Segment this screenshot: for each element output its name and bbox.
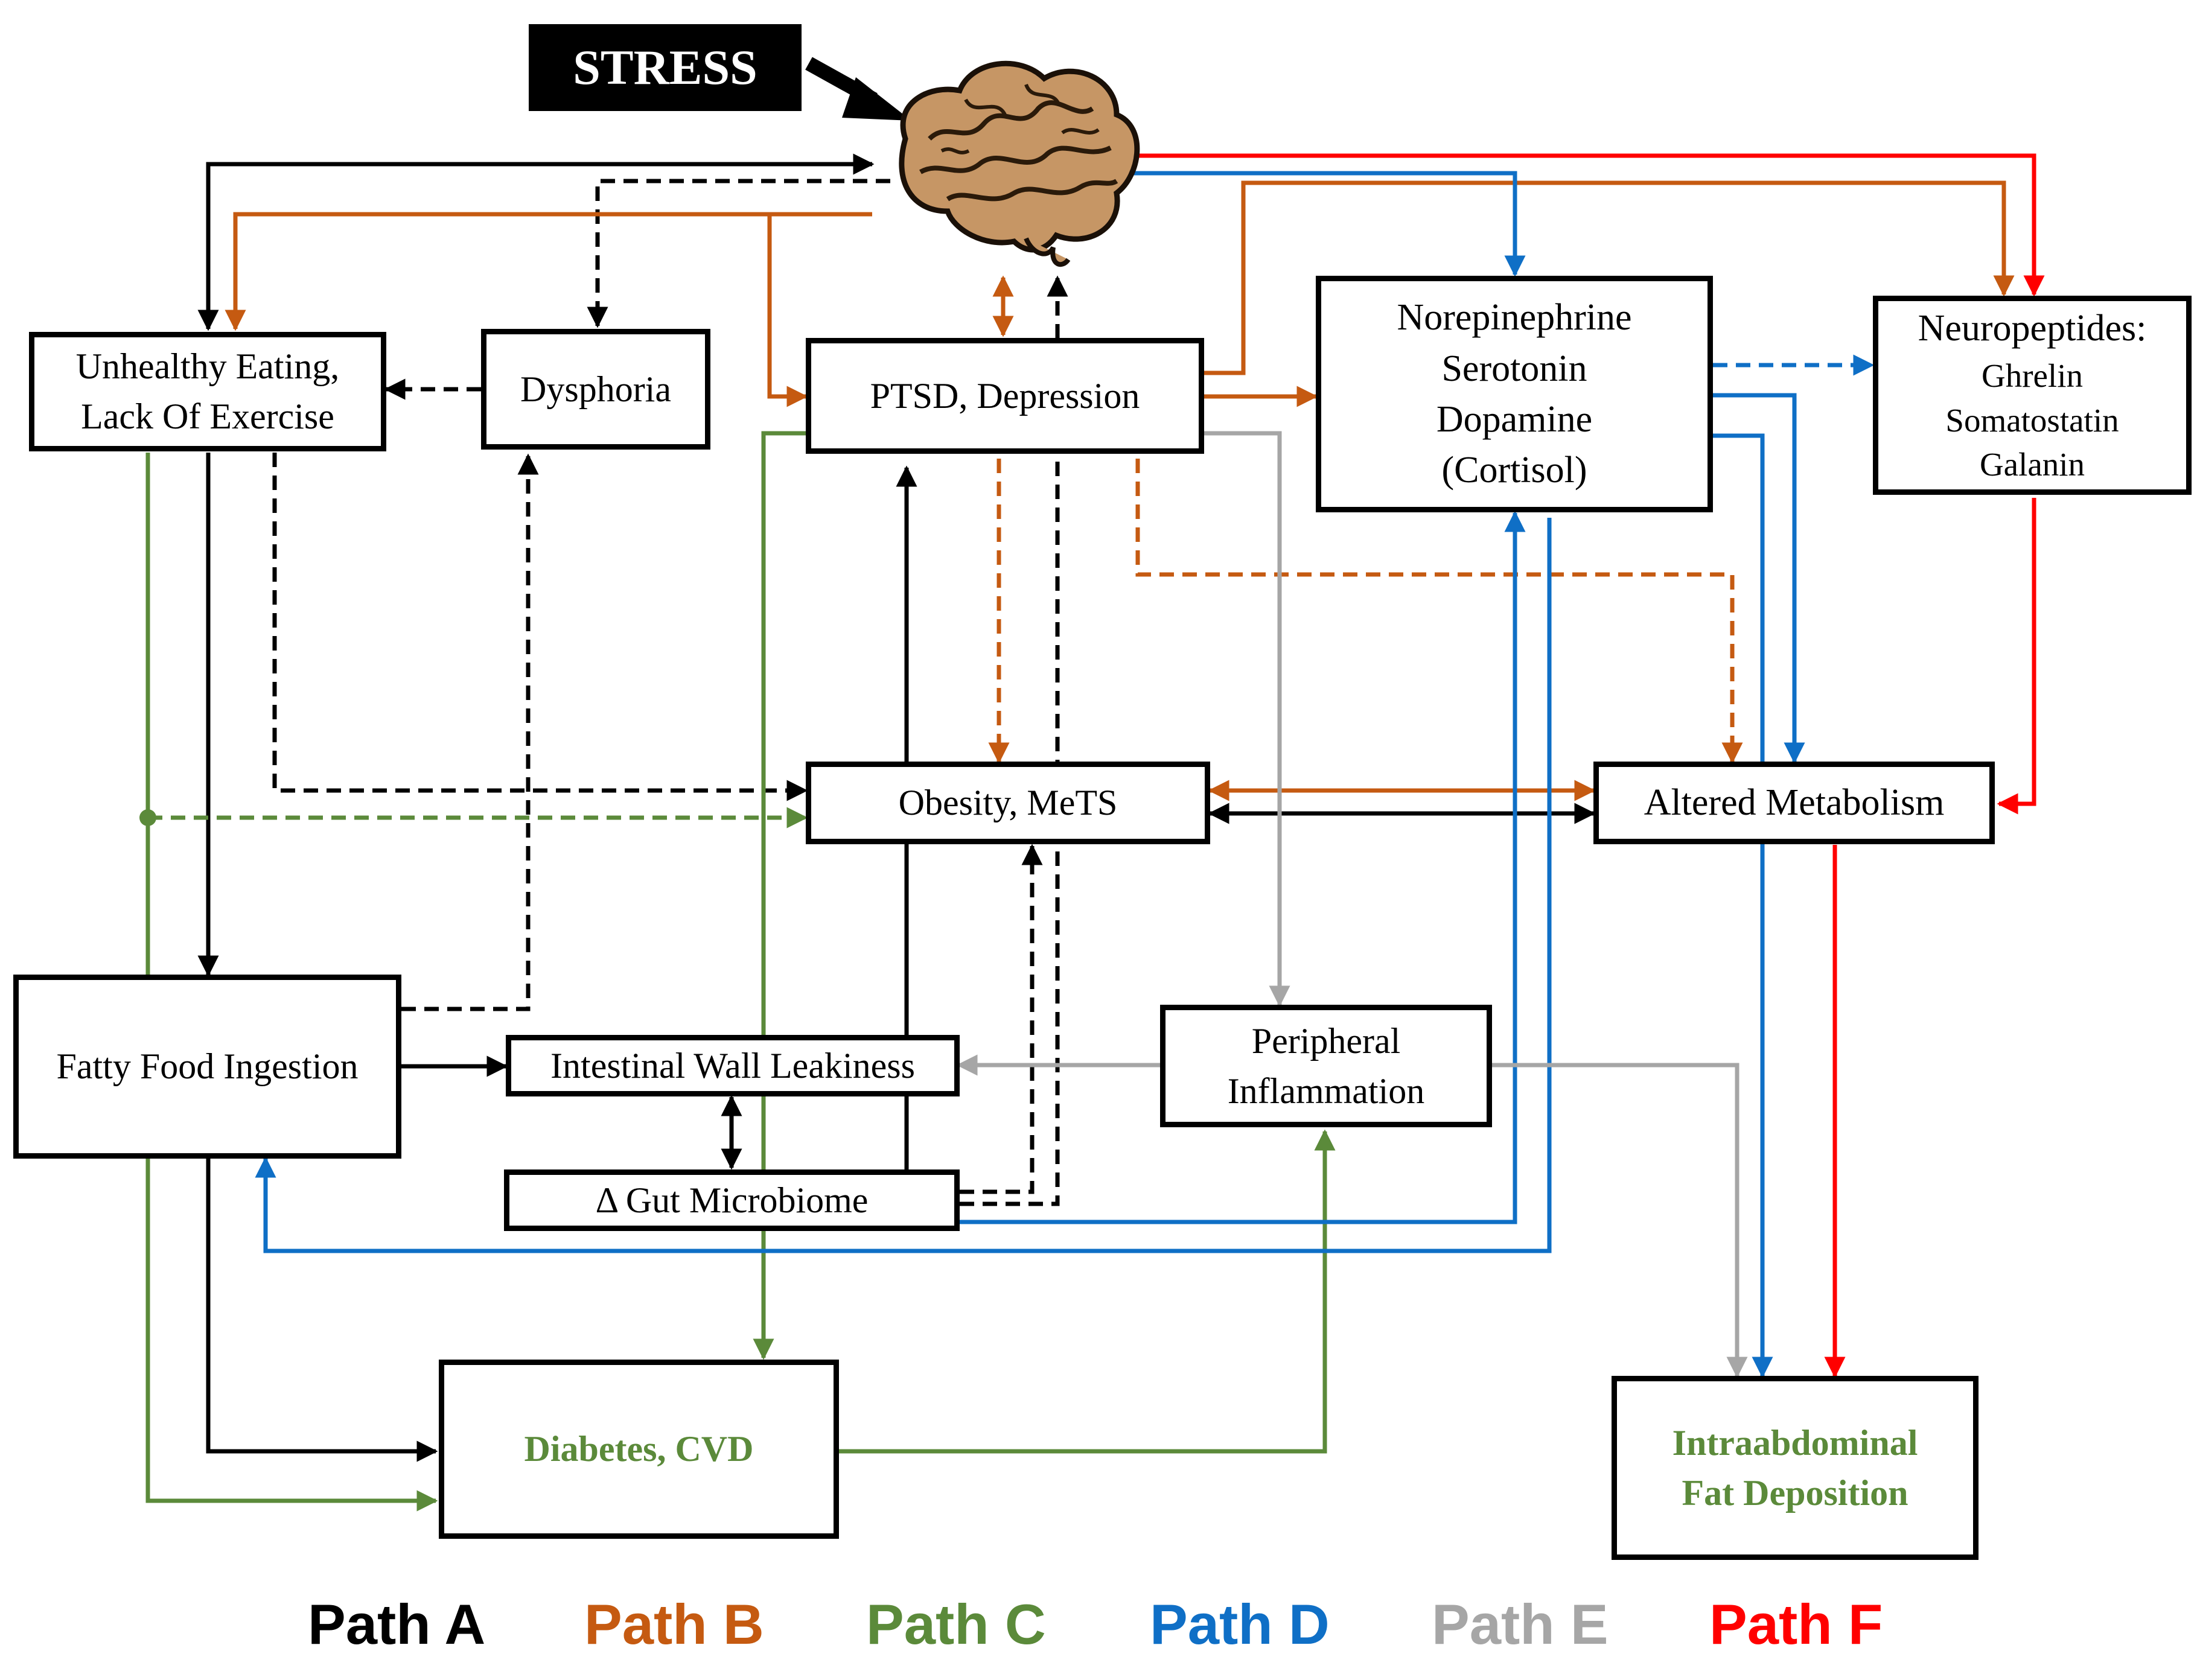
path-b-brain-ptsd xyxy=(225,212,872,331)
node-dysphoria: Dysphoria xyxy=(481,329,710,450)
path-f-brain-neuropeptides xyxy=(1134,153,2045,297)
path-d-neurotransmitters-metabolism xyxy=(1713,393,1805,764)
path-c-junction-dot xyxy=(139,809,156,826)
path-d-neurotransmitters-intraabdominal xyxy=(1713,433,1773,1378)
node-gut-microbiome: Δ Gut Microbiome xyxy=(504,1169,960,1231)
node-neuropeptides-line4: Galanin xyxy=(1979,446,2085,483)
stress-text: STRESS xyxy=(573,40,757,95)
node-intraabdominal-line2: Fat Deposition xyxy=(1682,1472,1908,1513)
node-unhealthy-eating: Unhealthy Eating, Lack Of Exercise xyxy=(29,332,386,451)
node-diabetes-cvd: Diabetes, CVD xyxy=(439,1360,839,1539)
legend-path-f: Path F xyxy=(1709,1592,1883,1656)
node-altered-metabolism: Altered Metabolism xyxy=(1593,762,1995,844)
path-c-diabetes-inflammation xyxy=(839,1129,1336,1454)
path-a-brain-eating xyxy=(197,153,875,331)
brain-icon xyxy=(899,60,1140,267)
path-a-fattyfood-diabetes xyxy=(206,1159,438,1462)
node-gut-microbiome-label: Δ Gut Microbiome xyxy=(595,1180,869,1220)
node-neurotransmitters: Norepinephrine Serotonin Dopamine (Corti… xyxy=(1316,276,1713,512)
path-a-microbiome-obesity xyxy=(960,844,1043,1194)
node-neurotransmitters-line2: Serotonin xyxy=(1441,348,1587,389)
node-intestinal-wall-leakiness: Intestinal Wall Leakiness xyxy=(506,1035,960,1096)
node-fatty-food-ingestion-label: Fatty Food Ingestion xyxy=(56,1046,359,1087)
legend-path-a: Path A xyxy=(308,1592,486,1656)
node-neurotransmitters-line1: Norepinephrine xyxy=(1397,297,1632,339)
path-f-neuropeptides-metabolism xyxy=(1997,498,2036,815)
path-a-fattyfood-dysphoria xyxy=(401,453,539,1011)
path-b-ptsd-neuropeptides xyxy=(1204,180,2015,375)
path-b-ptsd-metabolism xyxy=(1135,459,1743,764)
node-unhealthy-eating-line1: Unhealthy Eating, xyxy=(75,346,340,387)
legend-path-d: Path D xyxy=(1150,1592,1330,1656)
node-intraabdominal-fat-deposition: Intraabdominal Fat Deposition xyxy=(1612,1376,1979,1560)
path-d-microbiome-neurotransmitters xyxy=(960,511,1526,1224)
path-a-microbiome-brain xyxy=(960,275,1068,1206)
node-fatty-food-ingestion: Fatty Food Ingestion xyxy=(13,975,401,1159)
legend-path-b: Path B xyxy=(584,1592,764,1656)
node-intraabdominal-line1: Intraabdominal xyxy=(1672,1422,1918,1463)
legend-path-c: Path C xyxy=(866,1592,1046,1656)
node-neuropeptides: Neuropeptides: Ghrelin Somatostatin Gala… xyxy=(1873,296,2192,495)
node-obesity-mets-label: Obesity, MeTS xyxy=(898,783,1118,823)
node-ptsd-depression-label: PTSD, Depression xyxy=(870,375,1140,416)
path-d-brain-neurotransmitters xyxy=(1134,171,1526,277)
stress-arrow-icon xyxy=(805,57,911,121)
path-a-brain-dysphoria xyxy=(587,179,890,328)
stress-label: STRESS xyxy=(529,24,802,111)
node-neuropeptides-line2: Ghrelin xyxy=(1981,357,2083,394)
path-a-eating-obesity xyxy=(272,453,808,801)
path-c-eating-diabetes xyxy=(145,453,438,1512)
node-unhealthy-eating-line2: Lack Of Exercise xyxy=(81,396,334,436)
node-ptsd-depression: PTSD, Depression xyxy=(806,338,1204,454)
node-diabetes-cvd-label: Diabetes, CVD xyxy=(524,1429,754,1469)
node-obesity-mets: Obesity, MeTS xyxy=(806,762,1210,844)
path-b-loop-ptsd xyxy=(767,214,808,407)
path-d-neurotransmitters-fattyfood xyxy=(255,518,1552,1253)
node-neurotransmitters-line3: Dopamine xyxy=(1436,399,1593,440)
node-intestinal-wall-leakiness-label: Intestinal Wall Leakiness xyxy=(550,1045,915,1086)
node-dysphoria-label: Dysphoria xyxy=(520,369,671,409)
node-peripheral-inflammation: Peripheral Inflammation xyxy=(1160,1005,1492,1127)
node-altered-metabolism-label: Altered Metabolism xyxy=(1644,782,1945,824)
node-peripheral-inflammation-line2: Inflammation xyxy=(1227,1071,1425,1111)
path-e-inflammation-intraabdominal xyxy=(1492,1063,1748,1378)
legend-path-e: Path E xyxy=(1432,1592,1609,1656)
node-peripheral-inflammation-line1: Peripheral xyxy=(1251,1020,1401,1061)
node-neuropeptides-title: Neuropeptides: xyxy=(1918,307,2147,349)
path-e-ptsd-inflammation xyxy=(1204,431,1290,1007)
node-neuropeptides-line3: Somatostatin xyxy=(1945,401,2119,439)
node-neurotransmitters-line4: (Cortisol) xyxy=(1441,450,1587,491)
